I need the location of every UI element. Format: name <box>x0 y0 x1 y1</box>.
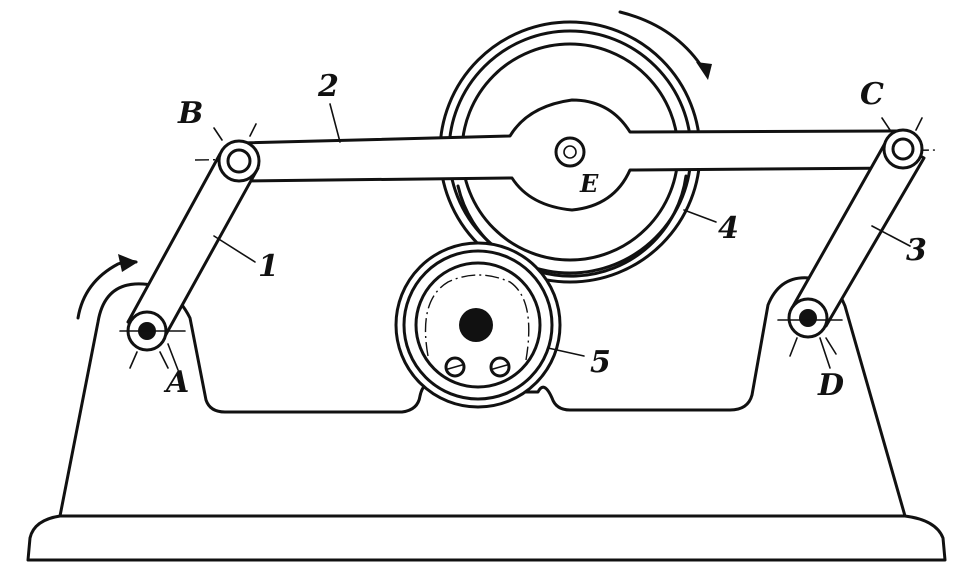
label-c: C <box>860 77 884 112</box>
leader-4 <box>683 209 717 223</box>
joint-b <box>213 123 261 183</box>
label-part-4: 4 <box>718 211 739 246</box>
hub-5-center <box>459 308 493 342</box>
label-b: B <box>177 96 203 131</box>
wheel-5 <box>394 241 562 409</box>
rotation-arrow-a-icon <box>76 254 138 320</box>
joint-d <box>777 297 843 357</box>
joint-a <box>119 310 186 369</box>
leader-3 <box>871 225 911 247</box>
label-part-1: 1 <box>258 249 279 284</box>
link-2 <box>238 98 908 212</box>
label-part-5: 5 <box>590 345 611 380</box>
leader-5 <box>547 347 585 357</box>
joint-c <box>881 117 924 170</box>
leader-1 <box>213 235 256 263</box>
label-part-2: 2 <box>317 69 339 104</box>
rotation-arrow-wheel-icon <box>618 10 712 80</box>
leader-a <box>167 343 179 371</box>
base-plate <box>26 514 947 562</box>
label-d: D <box>817 368 844 403</box>
leader-2 <box>329 103 341 143</box>
label-a: A <box>163 365 189 400</box>
label-part-3: 3 <box>906 233 927 268</box>
label-e: E <box>579 169 599 198</box>
leader-d <box>819 337 831 369</box>
